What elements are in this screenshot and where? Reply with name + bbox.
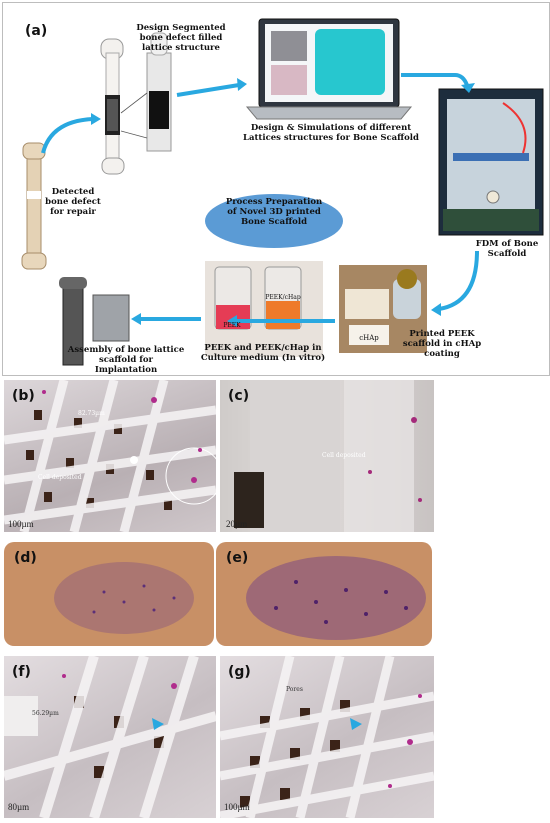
caption-detected-defect: Detected bone defect for repair — [45, 187, 101, 217]
caption-process-title: Process Preparation of Novel 3D printed … — [225, 197, 323, 227]
scale-f: 80µm — [8, 802, 30, 812]
caption-design-simulation: Design & Simulations of different Lattic… — [243, 123, 419, 143]
flow-arrows — [41, 73, 479, 323]
pore-size-b: 82.73µm — [78, 410, 105, 417]
scale-c: 20µm — [226, 519, 248, 529]
process-ellipse — [205, 194, 343, 248]
cell-deposited-c: Cell deposited — [322, 452, 366, 459]
pore-size-f: 56.29µm — [32, 710, 59, 717]
workflow-graphics — [21, 18, 544, 366]
panel-label-g: (g) — [228, 664, 251, 680]
stain-image-e: (e) — [216, 542, 432, 646]
panel-label-e: (e) — [226, 550, 249, 566]
panel-label-a: (a) — [25, 23, 48, 39]
micrograph-g: (g) Pores 100µm — [220, 656, 434, 818]
panel-label-c: (c) — [228, 388, 250, 404]
bottle-label-peek-chap: PEEK/cHap — [265, 294, 301, 301]
caption-printed-peek: Printed PEEK scaffold in cHAp coating — [402, 329, 482, 359]
caption-assembly: Assembly of bone lattice scaffold for Im… — [67, 345, 185, 375]
micrograph-b: (b) 82.73µm Cell deposited 100µm — [4, 380, 216, 532]
printer-illustration — [438, 88, 544, 236]
powder-label: cHAp — [359, 334, 379, 342]
segmented-bone — [146, 32, 172, 152]
cell-deposited-b: Cell deposited — [38, 474, 82, 481]
bottle-label-peek: PEEK — [223, 322, 241, 329]
scale-b: 100µm — [8, 519, 34, 529]
caption-culture-medium: PEEK and PEEK/cHap in Culture medium (In… — [200, 343, 326, 363]
panel-label-d: (d) — [14, 550, 37, 566]
assembly-illustration — [59, 277, 130, 366]
scale-g: 100µm — [224, 802, 250, 812]
defect-leg-illustration — [21, 142, 47, 270]
panel-label-f: (f) — [12, 664, 31, 680]
sample-photo-printed — [339, 265, 427, 353]
workflow-panel: (a) — [2, 2, 550, 376]
laptop-illustration — [245, 18, 413, 120]
micrograph-c: (c) Cell deposited 20µm — [220, 380, 434, 532]
pores-label-g: Pores — [286, 686, 303, 693]
caption-design-segmented: Design Segmented bone defect filled latt… — [136, 23, 226, 53]
sample-photo-culture — [205, 261, 323, 357]
stain-image-d: (d) — [4, 542, 214, 646]
flow-arrowheads — [91, 78, 475, 327]
micrograph-f: (f) 56.29µm 80µm — [4, 656, 216, 818]
femur-illustration — [100, 38, 125, 175]
panel-label-b: (b) — [12, 388, 35, 404]
caption-fdm: FDM of Bone Scaffold — [475, 239, 539, 259]
